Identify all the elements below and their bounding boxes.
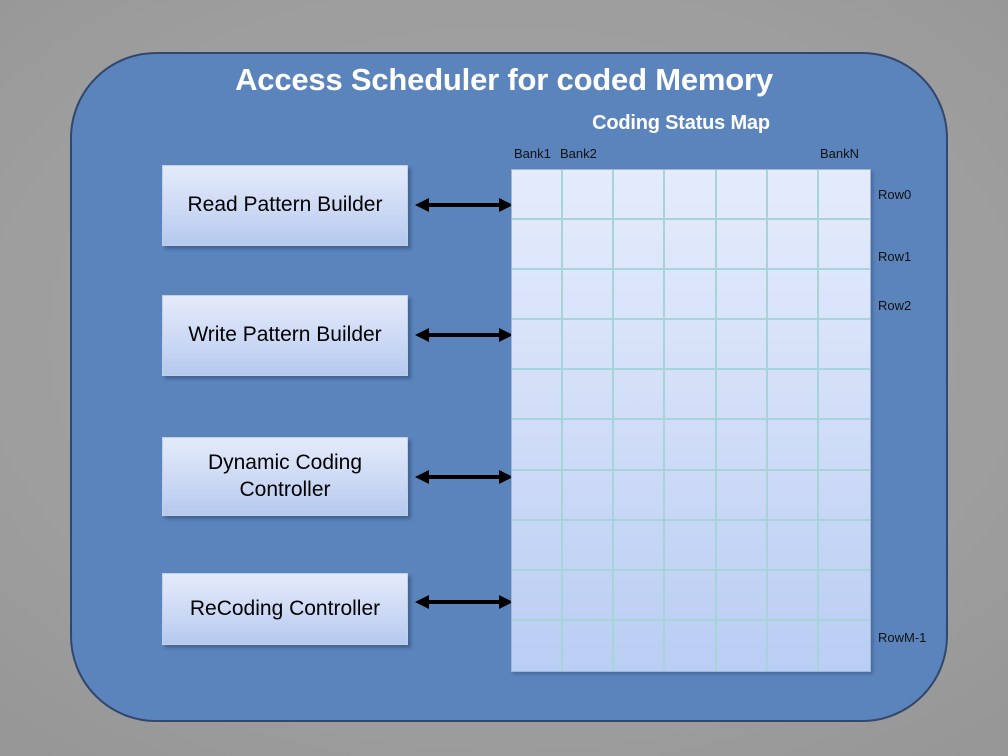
double-arrow-icon-recode: [415, 595, 513, 609]
memory-cell[interactable]: [818, 320, 870, 371]
row-label-0: Row0: [878, 187, 912, 202]
double-arrow-icon-write: [415, 328, 513, 342]
double-arrow-icon-read: [415, 198, 513, 212]
memory-cell[interactable]: [767, 420, 819, 471]
memory-cell[interactable]: [818, 170, 870, 221]
memory-cell[interactable]: [614, 270, 666, 321]
memory-cell[interactable]: [818, 471, 870, 521]
memory-cell[interactable]: [614, 370, 666, 421]
memory-cell[interactable]: [563, 420, 615, 471]
memory-cell[interactable]: [563, 170, 615, 221]
memory-cell[interactable]: [665, 520, 717, 571]
memory-cell[interactable]: [818, 420, 870, 471]
memory-cell[interactable]: [512, 420, 564, 471]
memory-cell[interactable]: [716, 320, 768, 371]
memory-cell[interactable]: [767, 370, 819, 421]
module-box-recoding-controller[interactable]: ReCoding Controller: [162, 573, 408, 645]
module-box-write-pattern-builder[interactable]: Write Pattern Builder: [162, 295, 408, 376]
memory-cell[interactable]: [818, 571, 870, 621]
memory-cell[interactable]: [614, 220, 666, 271]
memory-cell[interactable]: [716, 520, 768, 571]
memory-cell[interactable]: [614, 470, 666, 521]
memory-cell[interactable]: [665, 370, 717, 421]
memory-cell[interactable]: [716, 220, 768, 271]
memory-cell[interactable]: [665, 570, 717, 621]
memory-cell[interactable]: [563, 270, 615, 321]
page-title: Access Scheduler for coded Memory: [235, 62, 773, 97]
memory-cell[interactable]: [818, 270, 870, 321]
memory-cell[interactable]: [665, 270, 717, 321]
row-label-2: Row2: [878, 298, 912, 313]
memory-cell[interactable]: [614, 570, 666, 621]
memory-cell[interactable]: [665, 620, 717, 671]
memory-cell[interactable]: [716, 270, 768, 321]
module-box-dynamic-coding-controller[interactable]: Dynamic Coding Controller: [162, 437, 408, 516]
memory-cell[interactable]: [563, 470, 615, 521]
memory-cell[interactable]: [767, 220, 819, 271]
memory-cell[interactable]: [512, 270, 564, 321]
memory-cell[interactable]: [767, 320, 819, 371]
double-arrow-icon-dynamic: [415, 470, 513, 484]
memory-cell[interactable]: [767, 470, 819, 521]
memory-cell[interactable]: [563, 570, 615, 621]
module-box-read-pattern-builder[interactable]: Read Pattern Builder: [162, 165, 408, 246]
memory-cell[interactable]: [614, 620, 666, 671]
memory-cell[interactable]: [563, 370, 615, 421]
row-label-m-minus-1: RowM-1: [878, 630, 927, 645]
memory-cell[interactable]: [819, 621, 870, 671]
memory-cell[interactable]: [767, 270, 819, 321]
memory-cell[interactable]: [563, 520, 615, 571]
memory-cell[interactable]: [767, 170, 819, 221]
memory-cell[interactable]: [512, 470, 564, 521]
memory-cell[interactable]: [768, 620, 819, 671]
memory-cell[interactable]: [614, 420, 666, 471]
coding-status-map-grid[interactable]: [511, 169, 871, 672]
memory-cell[interactable]: [614, 520, 666, 571]
memory-cell[interactable]: [716, 170, 768, 221]
memory-cell[interactable]: [818, 220, 870, 271]
memory-cell[interactable]: [767, 570, 819, 621]
memory-cell[interactable]: [614, 320, 666, 371]
memory-cell[interactable]: [512, 570, 564, 621]
memory-cell[interactable]: [665, 170, 717, 221]
memory-cell[interactable]: [512, 170, 564, 221]
bank-label-2: Bank2: [560, 146, 597, 161]
memory-cell[interactable]: [512, 620, 564, 671]
coding-status-map-title: Coding Status Map: [592, 112, 770, 134]
memory-cell[interactable]: [563, 620, 615, 671]
memory-cell[interactable]: [716, 470, 768, 521]
memory-cell[interactable]: [563, 220, 615, 271]
memory-cell[interactable]: [717, 620, 768, 671]
memory-cell[interactable]: [716, 420, 768, 471]
memory-cell[interactable]: [665, 320, 717, 371]
memory-cell[interactable]: [512, 370, 564, 421]
memory-cell[interactable]: [665, 220, 717, 271]
memory-cell[interactable]: [716, 370, 768, 421]
row-label-1: Row1: [878, 249, 912, 264]
memory-cell[interactable]: [716, 570, 768, 621]
memory-cell[interactable]: [665, 470, 717, 521]
memory-cell[interactable]: [818, 370, 870, 421]
memory-cell[interactable]: [563, 320, 615, 371]
memory-cell[interactable]: [512, 220, 564, 271]
bank-label-n: BankN: [820, 146, 860, 161]
memory-cell[interactable]: [767, 520, 819, 571]
memory-cell[interactable]: [614, 170, 666, 221]
memory-cell[interactable]: [818, 521, 870, 571]
memory-cell[interactable]: [665, 420, 717, 471]
memory-cell[interactable]: [512, 320, 564, 371]
memory-cell[interactable]: [512, 520, 564, 571]
bank-label-1: Bank1: [514, 146, 551, 161]
